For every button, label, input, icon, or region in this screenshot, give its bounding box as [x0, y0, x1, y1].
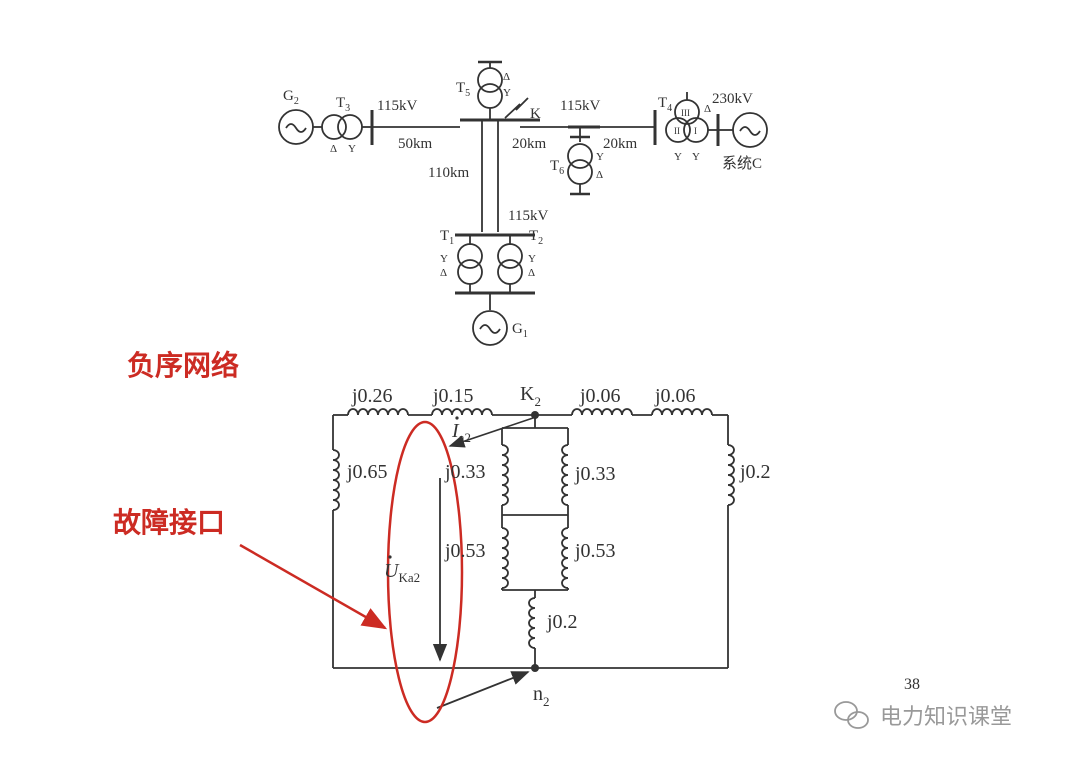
fault-interface-ellipse	[386, 420, 464, 724]
svg-text:Y: Y	[503, 87, 511, 99]
t2-label: T2	[529, 228, 543, 247]
interface-arrow	[436, 671, 530, 709]
inductor-top1	[347, 408, 409, 416]
t5-label: T5	[456, 80, 470, 99]
voltage-label-2: 115kV	[560, 98, 600, 114]
g2-label: G2	[283, 88, 299, 107]
svg-text:Y: Y	[528, 253, 536, 265]
current-arrow	[448, 417, 534, 448]
inductor-right	[727, 444, 735, 506]
svg-text:Δ: Δ	[596, 169, 603, 181]
network-labels: j0.26 j0.15 K2 j0.06 j0.06 j0.65 j0.2 j0…	[346, 383, 771, 709]
line-20km-b-label: 20km	[603, 136, 638, 152]
svg-text:Δ: Δ	[528, 267, 535, 279]
z-mid-upper-left: j0.33	[444, 461, 486, 483]
z-mid-lower-right: j0.53	[574, 540, 616, 562]
inductor-left	[332, 449, 340, 511]
current-label: Ia2	[451, 420, 471, 445]
inductor-top4	[651, 408, 713, 416]
svg-text:Δ: Δ	[440, 267, 447, 279]
node-k2	[531, 411, 539, 419]
network-title: 负序网络	[127, 349, 239, 382]
z-top1: j0.26	[351, 385, 393, 407]
z-top3: j0.06	[579, 385, 621, 407]
t6-label: T6	[550, 158, 564, 177]
line-110km-label: 110km	[428, 165, 469, 181]
transformer-t1-symbol	[457, 243, 483, 269]
watermark: 电力知识课堂	[834, 701, 1012, 730]
inductor-top3	[571, 408, 633, 416]
svg-text:II: II	[674, 126, 680, 136]
transformer-t5-symbol	[477, 67, 503, 93]
winding-marks: Δ Y Δ Y Y Δ Δ Y Y II I III Y Δ Y Δ	[330, 71, 711, 279]
inductor-bottom	[528, 597, 536, 649]
svg-text:Y: Y	[692, 151, 700, 163]
z-top2: j0.15	[432, 385, 474, 407]
svg-text:Δ: Δ	[330, 143, 337, 155]
inductor-top2	[431, 408, 493, 416]
svg-text:Δ: Δ	[503, 71, 510, 83]
z-right: j0.2	[739, 461, 771, 483]
z-mid-lower-left: j0.53	[444, 540, 486, 562]
z-left: j0.65	[346, 461, 388, 483]
inductor-mid-upper-right	[561, 444, 569, 506]
inductor-mid-lower-left	[501, 527, 509, 589]
g1-label: G1	[512, 321, 528, 340]
power-system-diagram	[278, 60, 768, 346]
voltage-label-3: 230kV	[712, 91, 753, 107]
transformer-t2-symbol	[497, 243, 523, 269]
line-20km-a-label: 20km	[512, 136, 547, 152]
t4-label: T4	[658, 95, 672, 114]
svg-text:Y: Y	[596, 151, 604, 163]
node-n2-label: n2	[533, 683, 550, 709]
page-number: 38	[904, 676, 920, 693]
voltage-label-1: 115kV	[377, 98, 417, 114]
fault-k-label: K	[530, 106, 541, 122]
svg-text:Δ: Δ	[704, 103, 711, 115]
fault-interface-pointer	[239, 543, 388, 630]
wechat-icon	[834, 701, 869, 729]
svg-text:Y: Y	[348, 143, 356, 155]
voltage-label-4: 115kV	[508, 208, 548, 224]
svg-text:Y: Y	[674, 151, 682, 163]
line-50km-label: 50km	[398, 136, 433, 152]
svg-text:I: I	[694, 126, 697, 136]
z-mid-upper-right: j0.33	[574, 463, 616, 485]
inductor-mid-lower-right	[561, 527, 569, 589]
fault-interface-label: 故障接口	[113, 506, 225, 539]
svg-text:III: III	[681, 108, 690, 118]
fault-k-symbol	[504, 97, 529, 119]
transformer-t3-symbol	[321, 114, 347, 140]
node-n2	[531, 664, 539, 672]
svg-text:Y: Y	[440, 253, 448, 265]
t3-label: T3	[336, 95, 350, 114]
system-c-label: 系统C	[722, 155, 762, 172]
transformer-t4-symbol	[665, 117, 691, 143]
voltage-label: UKa2	[384, 560, 420, 585]
node-k2-label: K2	[520, 383, 541, 409]
watermark-text: 电力知识课堂	[880, 705, 1012, 730]
z-bottom: j0.2	[546, 611, 578, 633]
generator-g1-symbol	[472, 310, 508, 346]
transformer-t6-symbol	[567, 143, 593, 169]
system-diagram-labels: G2 T3 115kV 50km T5 K 115kV 20km 20km T6…	[283, 80, 762, 340]
negative-sequence-circuit	[332, 408, 735, 669]
inductor-mid-upper-left	[501, 444, 509, 506]
z-top4: j0.06	[654, 385, 696, 407]
t1-label: T1	[440, 228, 454, 247]
system-c-symbol	[732, 112, 768, 148]
